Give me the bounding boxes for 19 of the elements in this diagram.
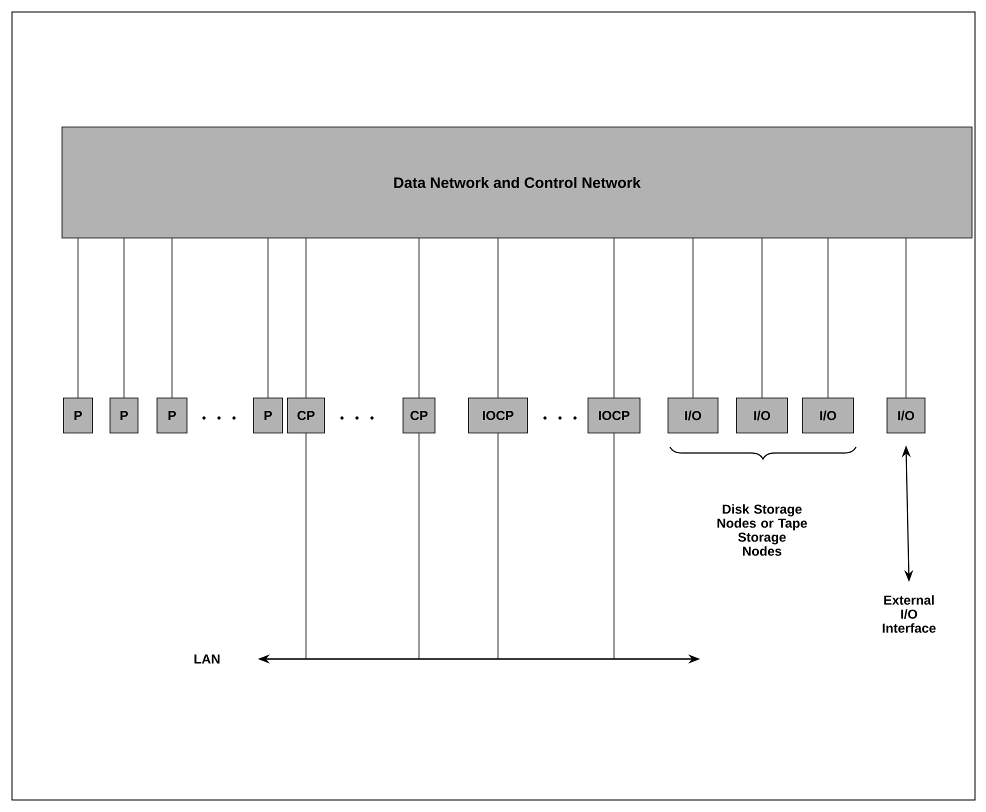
label-text: LAN: [194, 654, 220, 664]
node-box: I/O: [736, 398, 788, 434]
connector-line: [418, 433, 420, 660]
node-box: P: [253, 398, 283, 434]
node-box: I/O: [668, 398, 718, 434]
node-box: P: [63, 398, 93, 434]
interface-text: External I/O Interface: [882, 595, 936, 633]
node-box: P: [156, 398, 188, 434]
connector-line: [418, 238, 420, 398]
connector-line: [692, 238, 694, 398]
label-text: Disk Storage Nodes or Tape Storage Nodes: [717, 504, 807, 556]
node-box: I/O: [886, 398, 926, 434]
node-box: IOCP: [588, 398, 640, 434]
network-band: Data Network and Control Network: [62, 126, 972, 238]
node-box: CP: [287, 398, 325, 434]
node-box: CP: [402, 398, 436, 434]
node-box: IOCP: [468, 398, 528, 434]
node-box: I/O: [802, 398, 854, 434]
node-box: P: [110, 398, 138, 434]
